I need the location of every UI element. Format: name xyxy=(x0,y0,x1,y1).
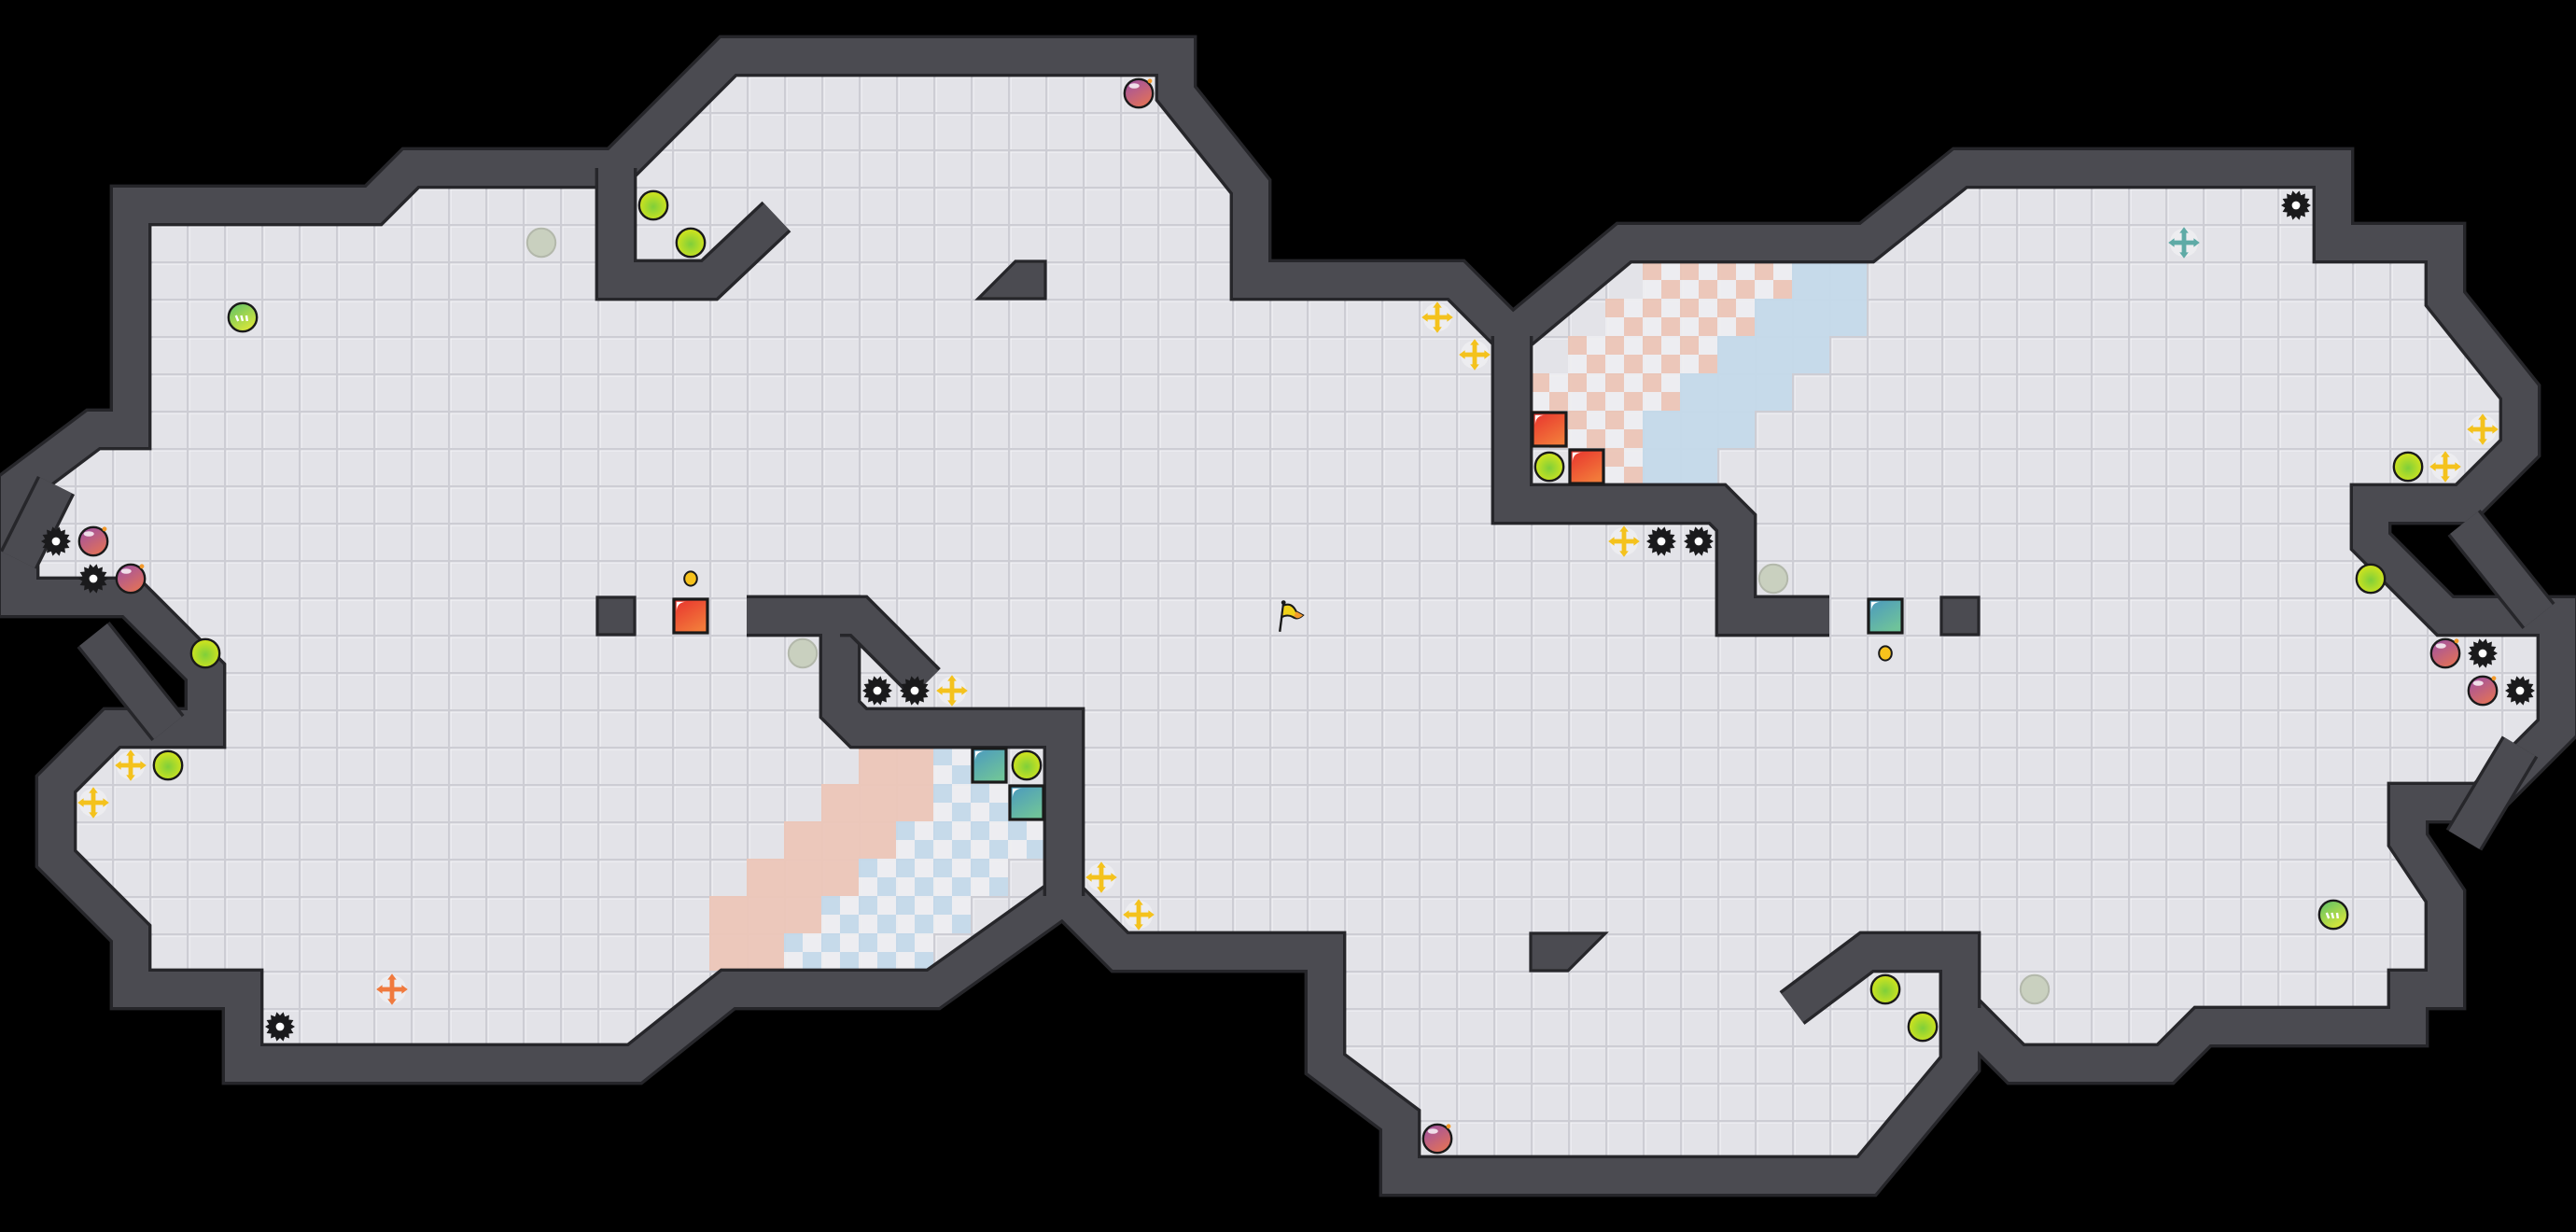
goal-flag-icon xyxy=(1279,600,1305,632)
teal-crate-icon xyxy=(1008,784,1045,821)
red-crate-icon xyxy=(1531,411,1568,448)
inner-wall-north-alcove xyxy=(598,168,790,298)
bomb-icon xyxy=(1421,1123,1453,1155)
green-orb-icon xyxy=(1011,749,1043,781)
yellow-move-arrows-icon xyxy=(1608,525,1640,557)
green-orb-icon xyxy=(1533,451,1565,483)
green-orb-icon xyxy=(675,227,707,259)
inner-wall-west-diagonal xyxy=(3,477,72,568)
green-orb-icon xyxy=(2392,451,2424,483)
blue-zone xyxy=(1680,373,1792,411)
peach-checker-zone xyxy=(1605,448,1643,485)
bomb-icon xyxy=(115,563,147,595)
inner-wall-southwest-room xyxy=(747,598,1082,896)
peach-zone xyxy=(709,896,821,933)
inner-wall-west-passage xyxy=(79,623,182,739)
yellow-move-arrows-icon xyxy=(2429,451,2461,483)
blue-zone xyxy=(1643,411,1755,448)
bomb-icon xyxy=(2467,675,2499,707)
green-orb-icon xyxy=(1907,1011,1939,1043)
blue-checker-zone xyxy=(859,859,1008,896)
green-orb-icon xyxy=(2355,563,2387,595)
teal-crate-icon xyxy=(971,747,1008,784)
sawblade-gear-icon xyxy=(41,526,71,556)
bomb-icon xyxy=(2429,637,2461,669)
green-orb-icon xyxy=(1869,973,1901,1005)
peach-zone xyxy=(821,784,933,821)
sawblade-gear-icon xyxy=(2281,190,2311,220)
peach-checker-zone xyxy=(1568,336,1717,373)
inner-wall-east-room xyxy=(1494,336,1829,634)
coin-icon xyxy=(1878,645,1893,662)
gray-orb-icon xyxy=(525,227,557,259)
blue-checker-zone xyxy=(784,933,933,971)
green-orb-icon xyxy=(189,637,221,669)
orange-move-arrows-icon xyxy=(376,973,408,1005)
blue-zone xyxy=(1792,261,1867,299)
outer-wall xyxy=(1,38,2575,1194)
peach-zone xyxy=(709,933,784,971)
peach-checker-zone xyxy=(1643,261,1792,299)
green-orb-icon xyxy=(637,189,669,221)
yellow-move-arrows-icon xyxy=(2467,413,2499,445)
inner-wall-east-passage xyxy=(2450,511,2553,627)
peach-checker-zone xyxy=(1605,299,1755,336)
blue-zone xyxy=(1717,336,1829,373)
blue-checker-zone xyxy=(821,896,971,933)
sawblade-gear-icon xyxy=(2468,638,2498,668)
yellow-move-arrows-icon xyxy=(936,675,968,707)
yellow-move-arrows-icon xyxy=(115,749,147,781)
peach-zone xyxy=(747,859,859,896)
wall-wedge xyxy=(1529,931,1609,973)
sawblade-gear-icon xyxy=(78,564,108,594)
peach-zone xyxy=(859,747,933,784)
gray-orb-icon xyxy=(1757,563,1789,595)
sawblade-gear-icon xyxy=(1684,526,1714,556)
blue-checker-zone xyxy=(896,821,1045,859)
coin-icon xyxy=(683,570,698,587)
green-orb-icon xyxy=(152,749,184,781)
zone-layer xyxy=(709,261,1867,971)
red-crate-icon xyxy=(1568,448,1605,485)
wall-pillar xyxy=(1939,595,1981,637)
wall-wedge xyxy=(974,259,1047,301)
sawblade-gear-icon xyxy=(2505,676,2535,706)
inner-wall-south-peak xyxy=(1781,934,1978,1023)
bomb-icon xyxy=(77,525,109,557)
sawblade-gear-icon xyxy=(1646,526,1676,556)
wall-pillar xyxy=(595,595,637,637)
sawblade-gear-icon xyxy=(265,1012,295,1042)
yellow-move-arrows-icon xyxy=(1123,899,1155,931)
inner-wall-east-passage-lower xyxy=(2448,737,2536,849)
gray-orb-icon xyxy=(2019,973,2051,1005)
striped-orb-icon xyxy=(2317,899,2349,931)
wall-layer xyxy=(0,35,2576,1197)
peach-checker-zone xyxy=(1531,373,1680,411)
peach-zone xyxy=(784,821,896,859)
yellow-move-arrows-icon xyxy=(1459,339,1491,371)
blue-zone xyxy=(1643,448,1717,485)
striped-orb-icon xyxy=(227,301,259,333)
teal-move-arrows-icon xyxy=(2168,227,2200,259)
bomb-icon xyxy=(1123,77,1155,109)
red-crate-icon xyxy=(672,597,709,635)
gray-orb-icon xyxy=(787,637,819,669)
blue-checker-zone xyxy=(933,784,1008,821)
entity-layer xyxy=(41,77,2535,1155)
yellow-move-arrows-icon xyxy=(1085,861,1117,893)
teal-crate-icon xyxy=(1867,597,1904,635)
sawblade-gear-icon xyxy=(900,676,930,706)
blue-checker-zone xyxy=(933,747,971,784)
inner-wall-diagonal xyxy=(840,598,939,696)
blue-zone xyxy=(1755,299,1867,336)
sawblade-gear-icon xyxy=(862,676,892,706)
yellow-move-arrows-icon xyxy=(1421,301,1453,333)
yellow-move-arrows-icon xyxy=(77,787,109,819)
